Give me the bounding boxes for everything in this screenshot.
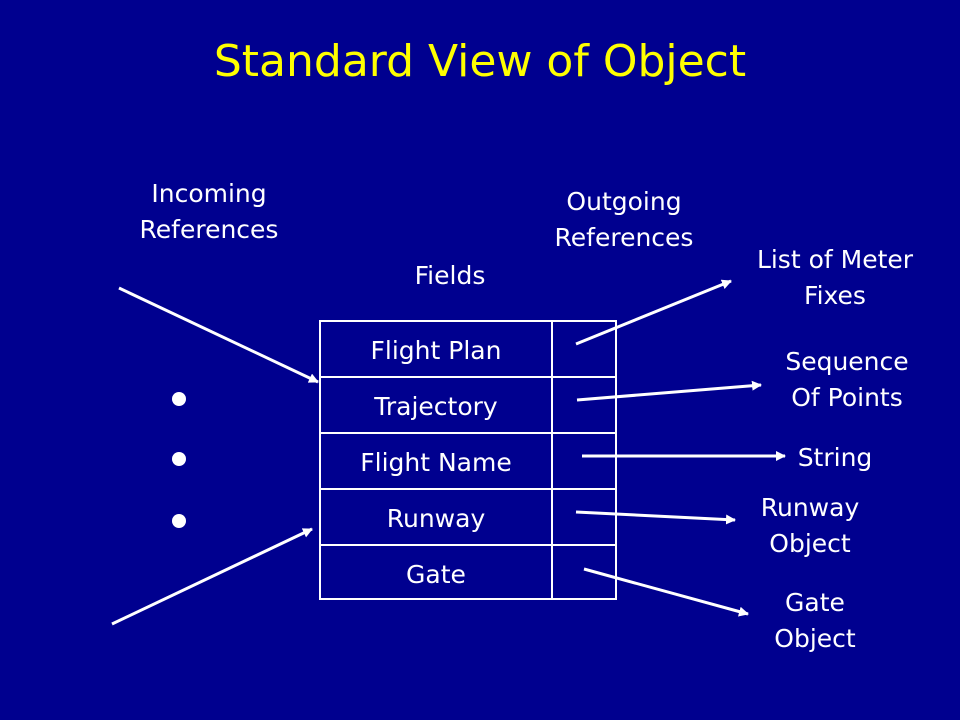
outgoing-arrow-gate [583, 567, 749, 617]
field-gate: Gate [406, 559, 466, 589]
incoming-arrow-bottom [111, 527, 313, 626]
table-border [319, 320, 617, 600]
target-gate-object: Gate Object [774, 588, 856, 653]
slide-title: Standard View of Object [213, 36, 747, 87]
ellipsis-dot [172, 514, 186, 528]
outgoing-arrow-flight-plan [575, 279, 732, 346]
target-runway-object: Runway Object [760, 493, 860, 558]
outgoing-arrow-trajectory [576, 380, 762, 402]
incoming-references-label: Incoming References [139, 179, 279, 244]
incoming-arrow-top [118, 286, 319, 384]
ellipsis-dot [172, 392, 186, 406]
field-runway: Runway [386, 503, 486, 533]
target-sequence-of-points: Sequence Of Points [785, 347, 909, 412]
outgoing-references-label: Outgoing References [554, 187, 694, 252]
field-flight-name: Flight Name [360, 447, 512, 477]
fields-label: Fields [414, 261, 486, 290]
field-trajectory: Trajectory [374, 391, 498, 421]
target-list-of-meter-fixes: List of Meter Fixes [756, 245, 914, 310]
target-string: String [797, 443, 873, 472]
ellipsis-dot [172, 452, 186, 466]
field-flight-plan: Flight Plan [370, 335, 502, 365]
outgoing-arrow-runway [575, 510, 736, 525]
object-table [319, 320, 617, 600]
